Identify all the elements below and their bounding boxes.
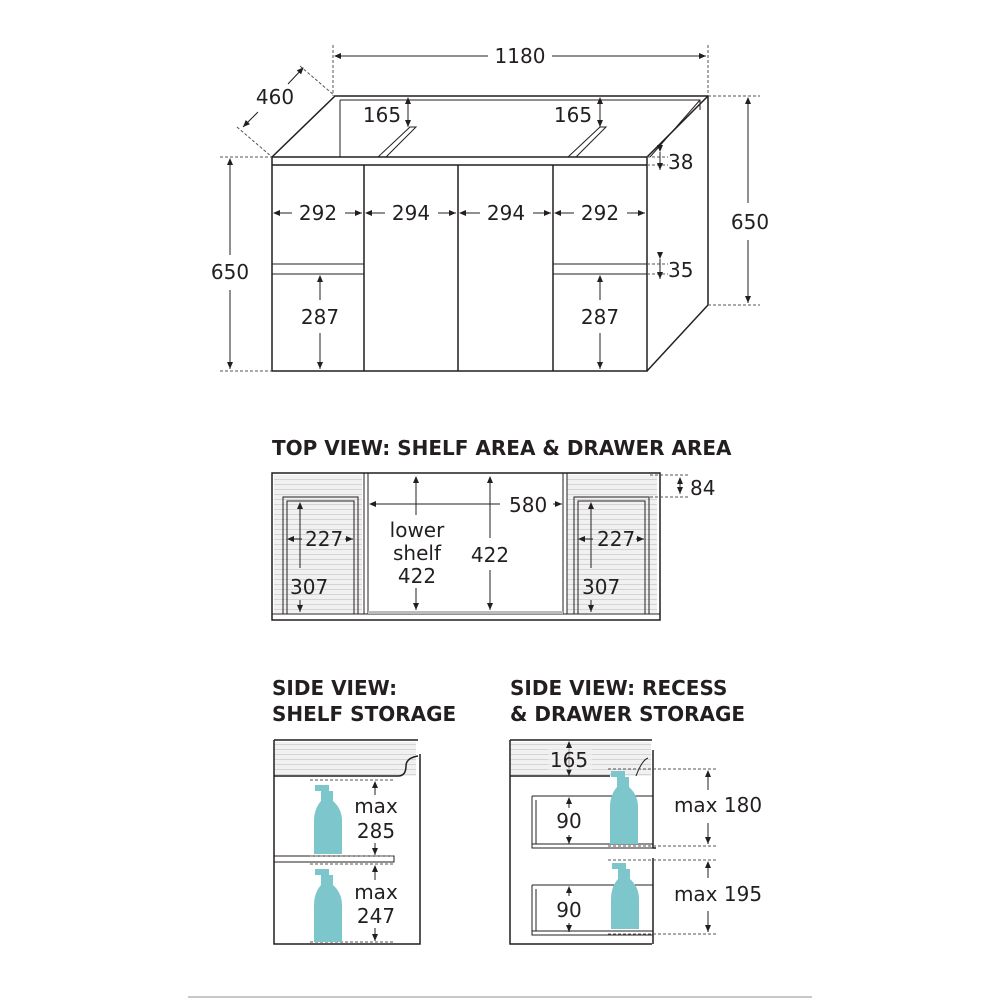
front-view: 1180 460 650 650 165 165 38 35 292 294 2… — [211, 44, 769, 372]
center-depth-422: 422 — [471, 543, 509, 567]
upper-drawer-90: 90 — [556, 809, 581, 833]
top-view-title: TOP VIEW: SHELF AREA & DRAWER AREA — [272, 436, 732, 460]
recess-165: 165 — [550, 748, 588, 772]
width-294-left: 294 — [392, 201, 430, 225]
lower-max-195: max 195 — [674, 882, 762, 906]
height-650-right: 650 — [731, 210, 769, 234]
top-38: 38 — [668, 150, 693, 174]
upper-max-285: 285 — [357, 819, 395, 843]
side-shelf-title-2: SHELF STORAGE — [272, 702, 456, 726]
lower-shelf-label-2: shelf — [393, 541, 442, 565]
drawer-287-right: 287 — [581, 305, 619, 329]
gap-35: 35 — [668, 258, 693, 282]
upper-max-180: max 180 — [674, 793, 762, 817]
drawer-depth-307-right: 307 — [582, 575, 620, 599]
lower-drawer-90: 90 — [556, 898, 581, 922]
width-292-right: 292 — [581, 201, 619, 225]
lower-max-247: 247 — [357, 904, 395, 928]
drawer-depth-307-left: 307 — [290, 575, 328, 599]
lower-shelf-422: 422 — [398, 564, 436, 588]
recess-165-left: 165 — [363, 103, 401, 127]
drawer-width-227-right: 227 — [597, 527, 635, 551]
side-shelf-title-1: SIDE VIEW: — [272, 676, 397, 700]
width-1180: 1180 — [495, 44, 546, 68]
width-292-left: 292 — [299, 201, 337, 225]
width-294-right: 294 — [487, 201, 525, 225]
side-view-drawer: SIDE VIEW: RECESS & DRAWER STORAGE 165 9… — [509, 676, 762, 945]
center-width-580: 580 — [509, 493, 547, 517]
side-drawer-title-1: SIDE VIEW: RECESS — [510, 676, 727, 700]
depth-460: 460 — [256, 85, 294, 109]
lower-shelf-label-1: lower — [390, 518, 445, 542]
upper-max-label: max — [354, 794, 398, 818]
drawer-287-left: 287 — [301, 305, 339, 329]
back-depth-84: 84 — [690, 476, 715, 500]
side-view-shelf: SIDE VIEW: SHELF STORAGE max 285 max 247 — [272, 676, 456, 945]
recess-165-right: 165 — [554, 103, 592, 127]
side-drawer-title-2: & DRAWER STORAGE — [510, 702, 745, 726]
top-view: TOP VIEW: SHELF AREA & DRAWER AREA 84 58… — [271, 436, 732, 621]
drawer-width-227-left: 227 — [305, 527, 343, 551]
height-650-left: 650 — [211, 260, 249, 284]
lower-max-label: max — [354, 880, 398, 904]
width-dimensions: 292 294 294 292 — [273, 201, 645, 225]
